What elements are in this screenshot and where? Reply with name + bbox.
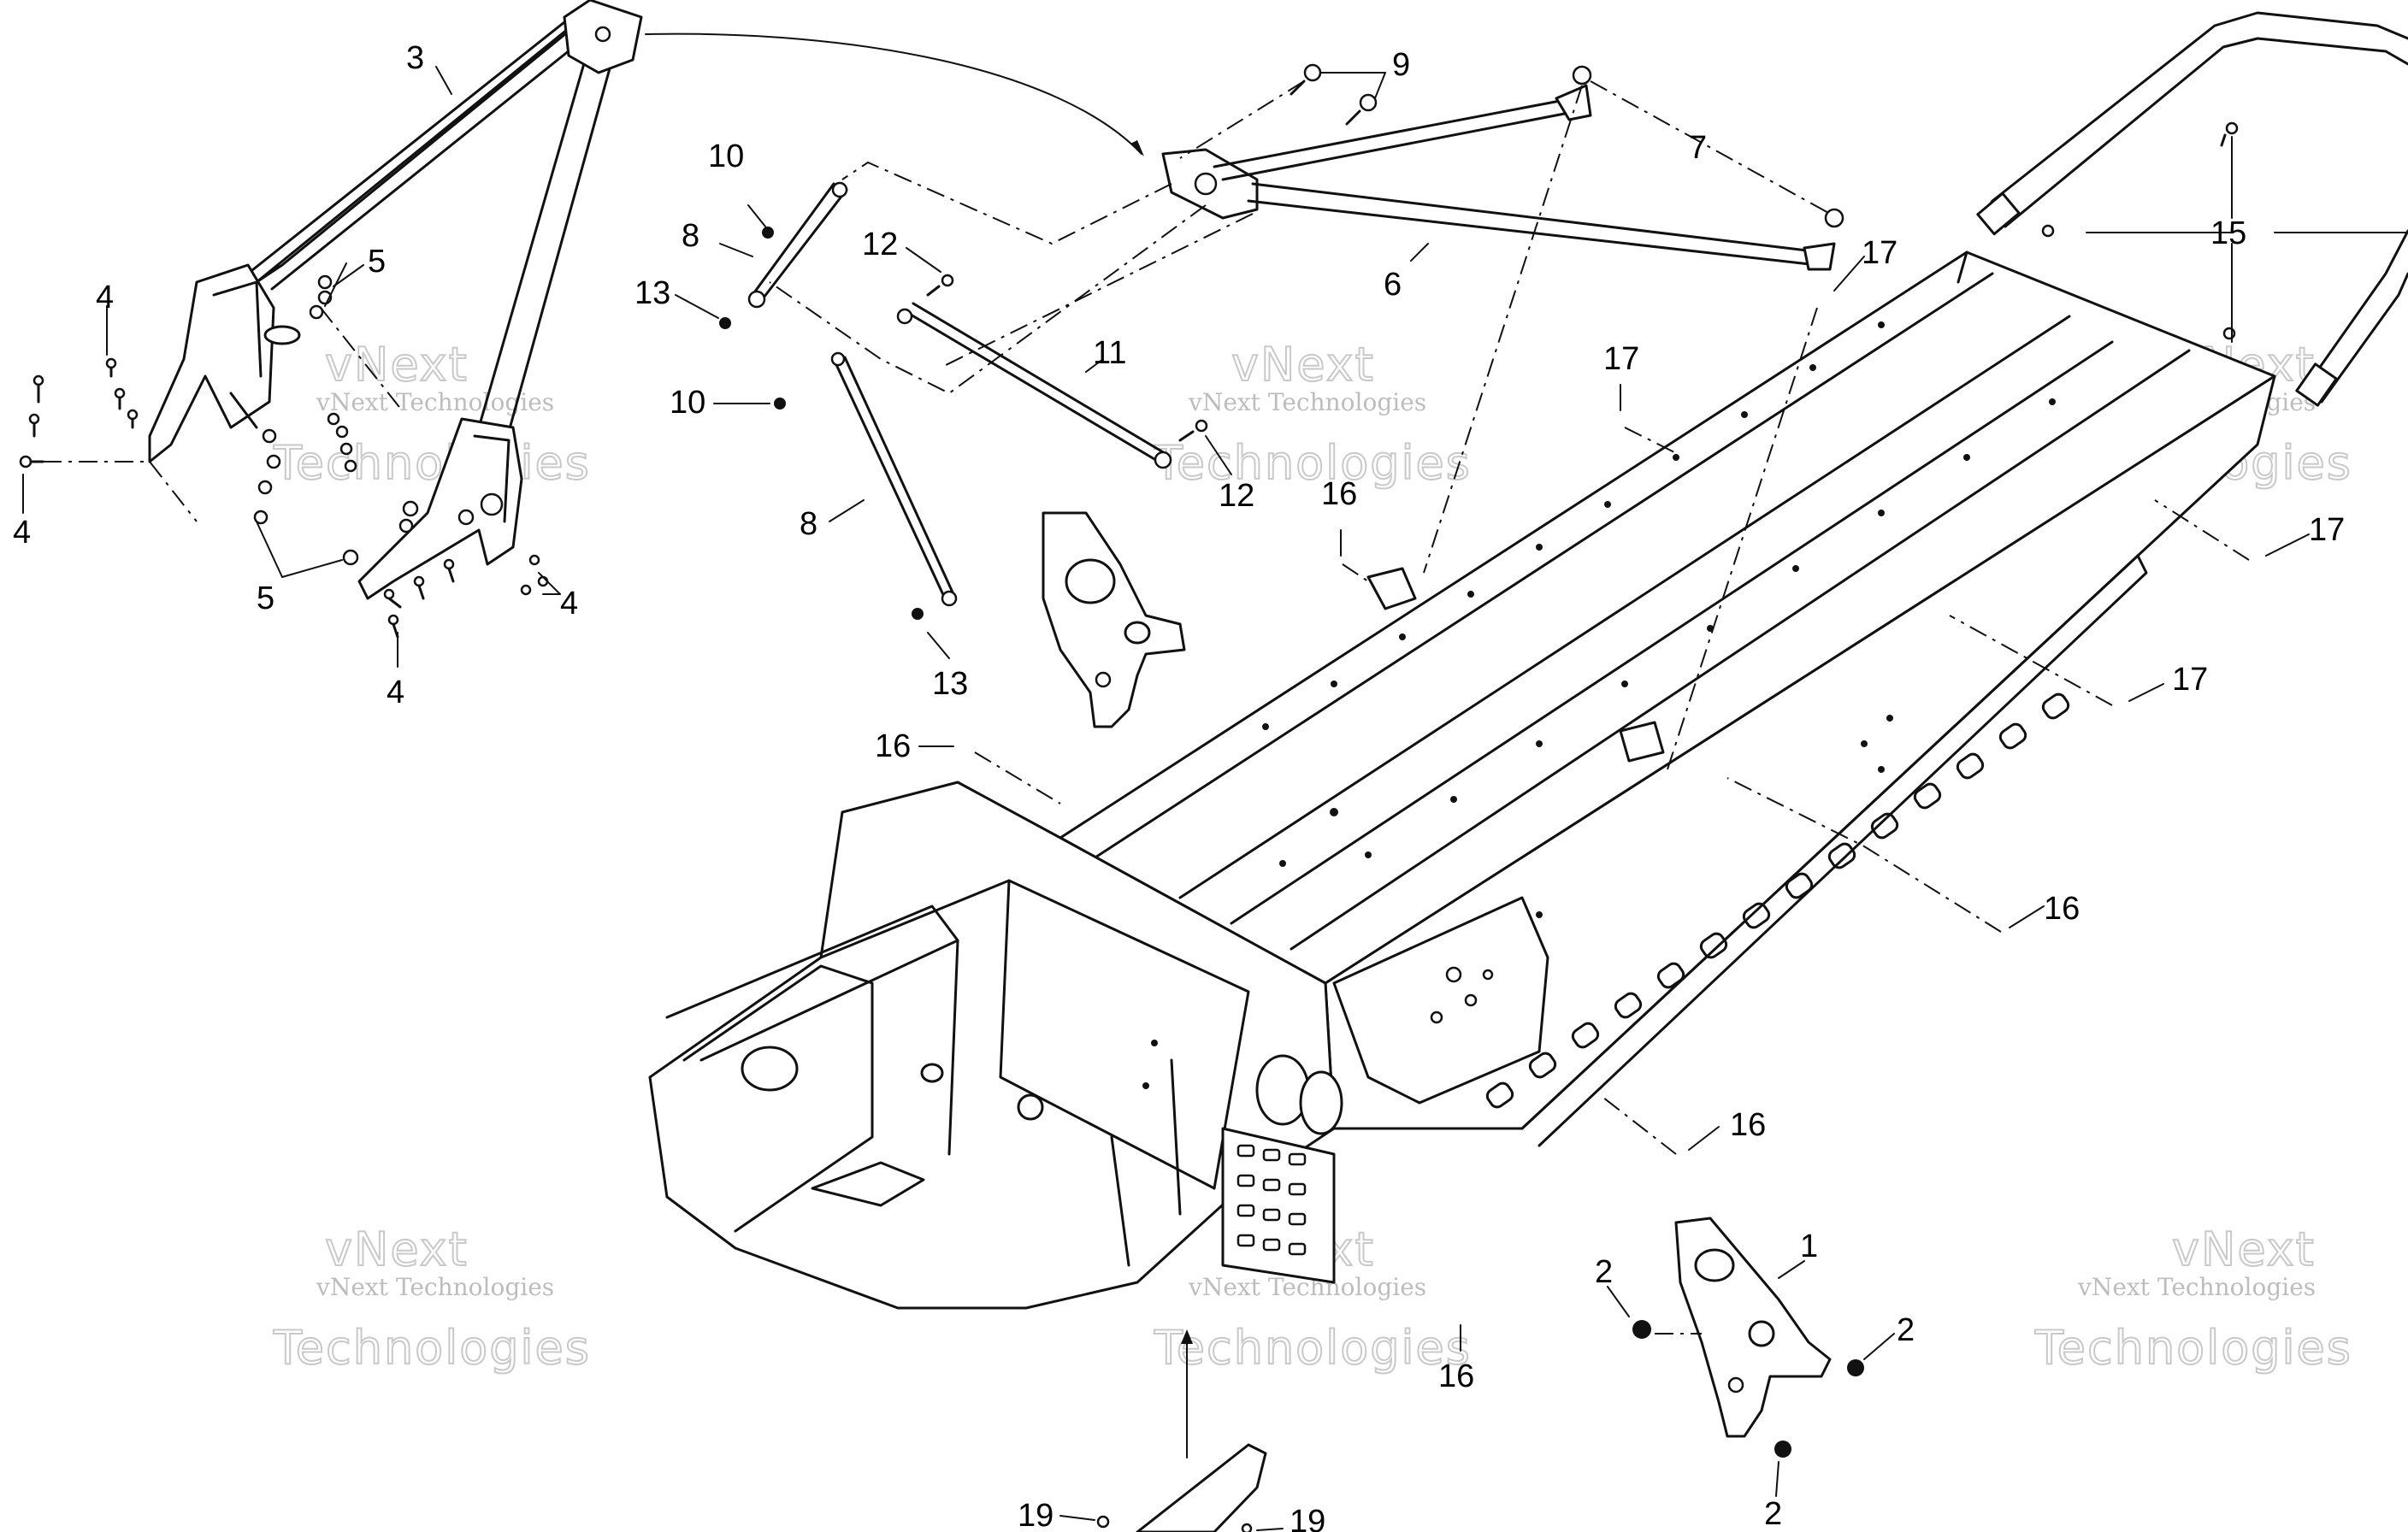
callout-17: 17 — [2309, 512, 2345, 548]
callout-3: 3 — [406, 40, 424, 76]
tie-rods — [719, 181, 1208, 620]
callout-17: 17 — [2172, 662, 2208, 698]
callout-4: 4 — [96, 280, 114, 315]
rear-bracket — [1632, 1217, 1864, 1458]
leader-lines — [22, 32, 2408, 1531]
svg-text:Technologies: Technologies — [1154, 1321, 1472, 1375]
callout-5: 5 — [257, 580, 274, 616]
callout-13: 13 — [634, 275, 670, 311]
svg-text:vNext Technologies: vNext Technologies — [2077, 1273, 2316, 1301]
callout-12: 12 — [862, 227, 898, 262]
watermark-4: vNext vNext Technologies Technologies — [272, 1222, 591, 1376]
callout-4: 4 — [387, 675, 404, 710]
watermark-6: vNext vNext Technologies Technologies — [2033, 1222, 2352, 1376]
callout-16: 16 — [1438, 1358, 1474, 1394]
svg-text:vNext Technologies: vNext Technologies — [1188, 388, 1426, 416]
svg-text:Technologies: Technologies — [273, 436, 591, 490]
callout-8: 8 — [800, 506, 817, 542]
callout-1: 1 — [1800, 1229, 1818, 1264]
rear-grab-handle — [1976, 11, 2408, 407]
callout-16: 16 — [875, 728, 911, 764]
svg-text:vNext: vNext — [1231, 338, 1375, 392]
callout-9: 9 — [1392, 47, 1410, 83]
watermark-1: vNext vNext Technologies Technologies — [272, 337, 591, 491]
callout-16: 16 — [1321, 476, 1357, 512]
deck-rivets — [1262, 321, 2056, 858]
callout-4: 4 — [13, 515, 31, 551]
callout-10: 10 — [708, 138, 744, 174]
callout-7: 7 — [1689, 130, 1707, 166]
callout-2: 2 — [1764, 1496, 1782, 1532]
callout-15: 15 — [2210, 215, 2246, 251]
steering-plate — [1042, 511, 1186, 728]
callout-16: 16 — [1730, 1107, 1766, 1143]
svg-text:vNext Technologies: vNext Technologies — [316, 1273, 554, 1301]
callout-16: 16 — [2044, 891, 2080, 927]
callout-5: 5 — [368, 244, 386, 280]
callout-13: 13 — [932, 666, 968, 702]
callout-12: 12 — [1219, 478, 1254, 514]
callout-17: 17 — [1862, 235, 1897, 271]
callout-11: 11 — [1093, 335, 1126, 371]
callout-17: 17 — [1603, 341, 1639, 377]
callout-10: 10 — [670, 385, 705, 421]
main-chassis — [648, 250, 2276, 1310]
skid-cutouts — [1236, 1144, 1307, 1256]
svg-text:Technologies: Technologies — [273, 1321, 591, 1375]
lower-bracket-19 — [1096, 1443, 1267, 1532]
callout-2: 2 — [1897, 1312, 1915, 1348]
svg-text:Technologies: Technologies — [2034, 1321, 2352, 1375]
tunnel-cutouts — [1485, 692, 2070, 1109]
callout-8: 8 — [682, 218, 699, 254]
svg-text:vNext: vNext — [2172, 1223, 2316, 1276]
watermark-2: vNext vNext Technologies Technologies — [1153, 337, 1472, 491]
strut-assembly — [1161, 63, 1844, 271]
callout-4: 4 — [560, 586, 578, 622]
svg-text:Technologies: Technologies — [1154, 436, 1472, 490]
callout-2: 2 — [1595, 1254, 1613, 1290]
callout-19: 19 — [1018, 1498, 1054, 1532]
callout-numbers: 1 2 2 2 3 4 4 4 4 5 5 6 7 8 8 9 10 10 11… — [13, 40, 2345, 1532]
svg-text:vNext: vNext — [325, 1223, 469, 1276]
hardware-4-5 — [19, 274, 549, 639]
steering-support-a-frame — [148, 0, 643, 600]
svg-text:vNext: vNext — [325, 338, 469, 392]
callout-19: 19 — [1290, 1504, 1325, 1532]
callout-6: 6 — [1384, 267, 1402, 303]
